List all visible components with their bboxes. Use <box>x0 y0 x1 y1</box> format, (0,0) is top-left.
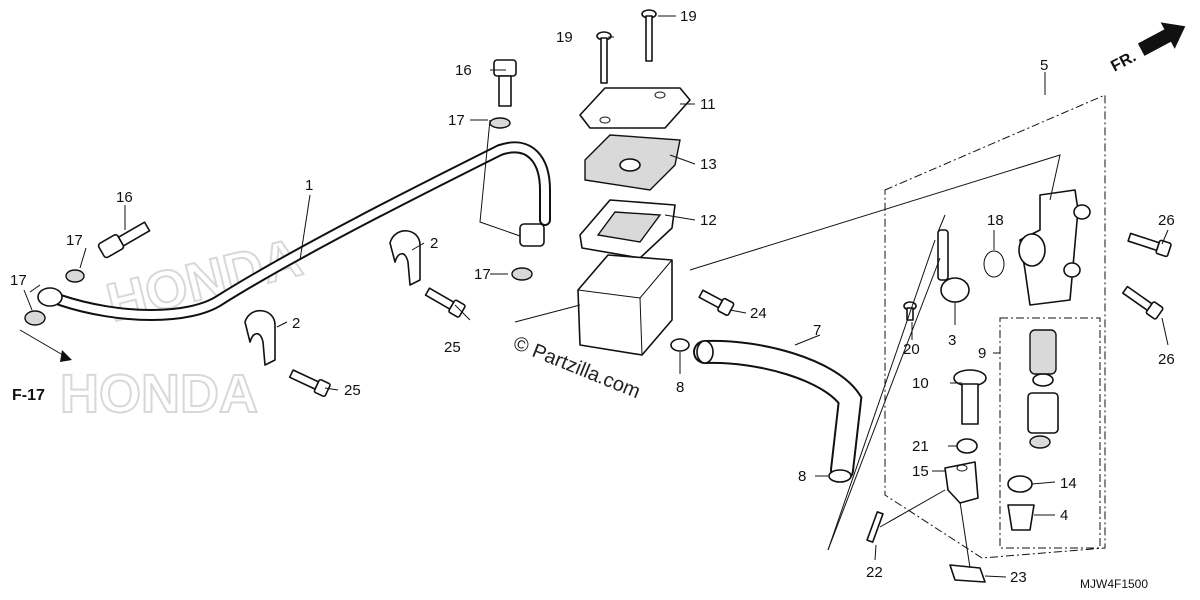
callout-7: 7 <box>813 322 821 339</box>
nut-21[interactable] <box>956 438 978 454</box>
hose-clamp-upper[interactable] <box>389 230 421 286</box>
callout-21: 21 <box>912 438 929 455</box>
callout-2-upper: 2 <box>430 235 438 252</box>
screw-19-right[interactable] <box>641 9 657 62</box>
callout-5: 5 <box>1040 57 1048 74</box>
bolt-25-upper[interactable] <box>424 286 466 318</box>
callout-20: 20 <box>903 341 920 358</box>
diaphragm-12[interactable] <box>579 199 676 259</box>
leader-lines <box>23 15 1169 578</box>
reservoir-body[interactable] <box>577 254 673 356</box>
callout-19-left: 19 <box>556 29 573 46</box>
callout-1: 1 <box>305 177 313 194</box>
callout-8-lower: 8 <box>798 468 806 485</box>
callout-15: 15 <box>912 463 929 480</box>
svg-text:HONDA: HONDA <box>60 364 258 424</box>
callout-17-upper: 17 <box>448 112 465 129</box>
callout-labels: 1 2 2 3 4 5 7 8 8 9 10 11 12 13 14 15 16… <box>10 8 1175 586</box>
callout-17-lower: 17 <box>474 266 491 283</box>
callout-16-left: 16 <box>116 189 133 206</box>
callout-3: 3 <box>948 332 956 349</box>
bolt-26-upper[interactable] <box>1127 231 1172 258</box>
push-rod-joint-15[interactable] <box>944 461 979 504</box>
callout-26-upper: 26 <box>1158 212 1175 229</box>
boot-4[interactable] <box>1007 504 1035 531</box>
diagram-code: MJW4F1500 <box>1080 577 1148 591</box>
callout-25-lower: 25 <box>344 382 361 399</box>
piston-spring[interactable] <box>1027 329 1059 449</box>
front-direction-label: FR. <box>1108 48 1139 75</box>
reference-label: F-17 <box>12 387 45 404</box>
callout-26-lower: 26 <box>1158 351 1175 368</box>
callout-8-upper: 8 <box>676 379 684 396</box>
clip-23[interactable] <box>949 564 986 583</box>
diaphragm-plate-13[interactable] <box>584 134 681 191</box>
reservoir-cap-11[interactable] <box>579 87 691 129</box>
callout-14: 14 <box>1060 475 1077 492</box>
callout-9: 9 <box>978 345 986 362</box>
reference-f17[interactable]: F-17 <box>12 329 72 404</box>
bolt-25-lower[interactable] <box>288 367 331 398</box>
callout-19-right: 19 <box>680 8 697 25</box>
hose-clamp-lower[interactable] <box>244 309 276 366</box>
callout-25-upper: 25 <box>444 339 461 356</box>
front-direction-arrow: FR. <box>1108 22 1186 75</box>
callout-16-upper: 16 <box>455 62 472 79</box>
callout-10: 10 <box>912 375 929 392</box>
assembly-5-outline <box>884 94 1106 559</box>
callout-4: 4 <box>1060 507 1068 524</box>
callout-17-far-left: 17 <box>10 272 27 289</box>
bolt-24[interactable] <box>698 288 735 317</box>
push-rod-10[interactable] <box>953 369 987 425</box>
bolt-26-lower[interactable] <box>1121 284 1164 320</box>
callout-11: 11 <box>700 96 716 113</box>
o-ring-18[interactable] <box>983 250 1005 278</box>
hose-clip-8-upper[interactable] <box>670 338 690 352</box>
hose-clip-8-lower[interactable] <box>828 469 852 483</box>
washer-17-far-left[interactable] <box>24 310 46 326</box>
brake-hose[interactable] <box>29 141 551 321</box>
callout-24: 24 <box>750 305 767 322</box>
callout-18: 18 <box>987 212 1004 229</box>
bolt-16-upper[interactable] <box>489 59 517 129</box>
screw-19-left[interactable] <box>596 31 612 84</box>
washer-17-lower[interactable] <box>511 267 533 281</box>
pin-22[interactable] <box>866 511 884 543</box>
callout-22: 22 <box>866 564 883 581</box>
kit-9-outline <box>999 317 1101 549</box>
hose-joint-3[interactable] <box>937 229 970 303</box>
callout-23: 23 <box>1010 569 1027 586</box>
washer-17-left[interactable] <box>65 269 85 283</box>
reservoir-hose-7[interactable] <box>693 339 863 482</box>
callout-13: 13 <box>700 156 717 173</box>
callout-2-lower: 2 <box>292 315 300 332</box>
snap-ring-14[interactable] <box>1007 475 1033 493</box>
callout-12: 12 <box>700 212 717 229</box>
callout-17-left: 17 <box>66 232 83 249</box>
master-cylinder-body[interactable] <box>1018 189 1091 306</box>
bolt-16-left[interactable] <box>97 219 151 259</box>
